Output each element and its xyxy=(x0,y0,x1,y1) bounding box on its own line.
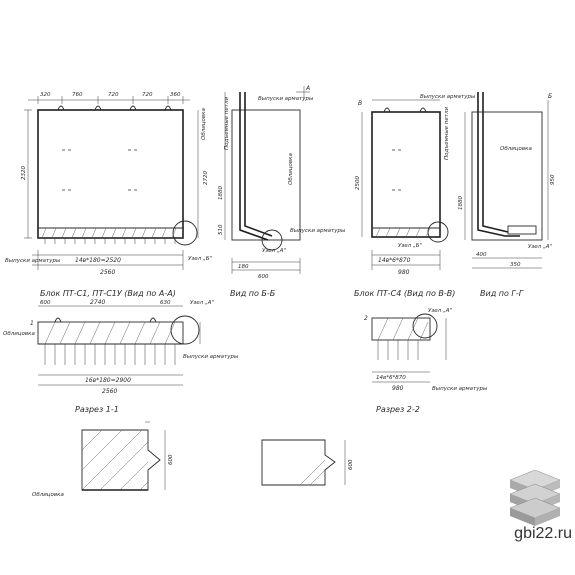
view-a-elevation xyxy=(24,96,199,270)
dim-b-510: 510 xyxy=(218,224,224,235)
watermark-text: gbi22.ru xyxy=(514,525,572,542)
view-v-title: Блок ПТ-С4 (Вид по В-В) xyxy=(354,289,455,298)
dim-b-180: 180 xyxy=(238,264,249,270)
view-g-side xyxy=(464,92,549,269)
view-g-outline xyxy=(471,111,543,241)
node-a-circle-b xyxy=(261,229,283,251)
dim-a-height-2: 2320 xyxy=(21,166,27,180)
label-lining-s1: Облицовка xyxy=(32,492,64,498)
dim-g-1880: 1880 xyxy=(458,196,464,210)
label-node-a-b: Узел „А" xyxy=(262,248,286,254)
dim-g-950: 950 xyxy=(550,174,556,185)
dim-b-600: 600 xyxy=(258,274,269,280)
label-lifting-loops-b: Подъемные петли xyxy=(224,97,230,150)
node-a-circle-plan xyxy=(170,315,200,345)
section-1-drawing xyxy=(81,421,166,491)
dim-a-top-4: 720 xyxy=(142,92,153,98)
dim-v-total: 980 xyxy=(398,269,410,276)
dim-s2-600: 600 xyxy=(348,459,354,470)
mark-1: 1 xyxy=(30,320,34,327)
dim-p-total: 2560 xyxy=(102,388,117,395)
dim-q-980: 980 xyxy=(392,385,404,392)
mark-v: В xyxy=(358,100,362,107)
dim-s1-600: 600 xyxy=(168,454,174,465)
section-1-outline xyxy=(81,429,161,491)
dim-g-400: 400 xyxy=(476,252,487,258)
label-rebar-outlets-plan: Выпуски арматуры xyxy=(183,354,239,360)
dim-q-spacing: 14в*6*870 xyxy=(376,375,406,381)
mark-a: А xyxy=(305,85,310,92)
view-v-lining-band xyxy=(375,227,431,238)
label-rebar-outlets-q: Выпуски арматуры xyxy=(432,386,488,392)
view-g-rebar-2 xyxy=(482,92,509,233)
section-2-outline xyxy=(261,439,336,486)
view-g-title: Вид по Г-Г xyxy=(480,289,524,298)
view-b-rebar xyxy=(239,92,269,241)
view-a-title: Блок ПТ-С1, ПТ-С1У (Вид по А-А) xyxy=(40,289,176,298)
label-lining-plan: Облицовка xyxy=(3,331,35,337)
dim-a-total: 2560 xyxy=(100,269,115,276)
dim-a-top-5: 360 xyxy=(170,92,181,98)
view-b-title: Вид по Б-Б xyxy=(230,289,276,298)
label-node-a-g: Узел „А" xyxy=(528,244,552,250)
node-v-circle xyxy=(427,221,449,243)
dim-a-top-3: 720 xyxy=(108,92,119,98)
view-a-lining-band xyxy=(41,227,177,239)
label-node-b-v: Узел „Б" xyxy=(398,243,422,249)
label-lining-a: Облицовка xyxy=(201,108,207,140)
dim-v-spacing: 14в*6*870 xyxy=(378,257,411,264)
dim-v-height: 2500 xyxy=(355,176,361,190)
label-rebar-outlets-a: Выпуски арматуры xyxy=(5,258,61,264)
plan-v xyxy=(371,313,447,383)
lifting-loop-4 xyxy=(164,105,172,111)
label-lining-g: Облицовка xyxy=(500,146,532,152)
dim-b-1880: 1880 xyxy=(218,186,224,200)
plan-a xyxy=(37,305,201,386)
label-rebar-outlets-b-top: Выпуски арматуры xyxy=(258,96,314,102)
label-lining-b: Облицовка xyxy=(288,153,294,185)
lifting-loop-v1 xyxy=(383,107,391,113)
dim-a-spacing: 14в*180=2520 xyxy=(75,257,121,264)
lifting-loop-v2 xyxy=(419,107,427,113)
view-a-rebar-stubs xyxy=(44,238,176,244)
view-v-elevation xyxy=(361,99,449,270)
dim-p-2740: 2740 xyxy=(90,299,105,306)
label-node-a-q: Узел „А" xyxy=(428,308,452,314)
dim-p-600: 600 xyxy=(40,300,51,306)
mark-b: Б xyxy=(548,93,552,100)
plan-a-rebar-stubs xyxy=(44,344,176,365)
lifting-loop-1 xyxy=(57,105,65,111)
lifting-loop-3 xyxy=(129,105,137,111)
plan-v-top-band xyxy=(371,317,431,341)
view-g-rebar xyxy=(477,92,520,237)
view-a-panel-outline xyxy=(37,109,184,239)
node-b-circle xyxy=(172,220,198,246)
view-b-side xyxy=(224,86,310,274)
label-node-b: Узел „Б" xyxy=(188,256,212,262)
section-1-title: Разрез 1-1 xyxy=(75,405,119,414)
label-rebar-outlets-b: Выпуски арматуры xyxy=(290,228,346,234)
dim-p-spacing: 16в*180=2900 xyxy=(85,377,131,384)
gbi-logo-icon xyxy=(509,469,561,526)
view-g-node-box xyxy=(507,225,537,235)
plan-a-top-band xyxy=(37,321,184,345)
label-lifting-loops-v: Подъемные петли xyxy=(444,107,450,160)
dim-a-height: 2720 xyxy=(203,171,209,185)
dim-p-630: 630 xyxy=(160,300,171,306)
section-2-drawing xyxy=(261,439,346,486)
section-2-title: Разрез 2-2 xyxy=(376,405,420,414)
mark-2: 2 xyxy=(364,315,368,322)
view-v-panel-outline xyxy=(371,111,441,238)
lifting-loop-2 xyxy=(94,105,102,111)
dim-a-top-2: 760 xyxy=(72,92,83,98)
label-rebar-outlets-v: Выпуски арматуры xyxy=(420,94,476,100)
dim-g-350: 350 xyxy=(510,262,521,268)
label-node-a-plan: Узел „А" xyxy=(190,300,214,306)
view-b-rebar-2 xyxy=(244,92,273,237)
dim-a-top-1: 320 xyxy=(40,92,51,98)
node-circle-plan-v xyxy=(412,313,438,339)
